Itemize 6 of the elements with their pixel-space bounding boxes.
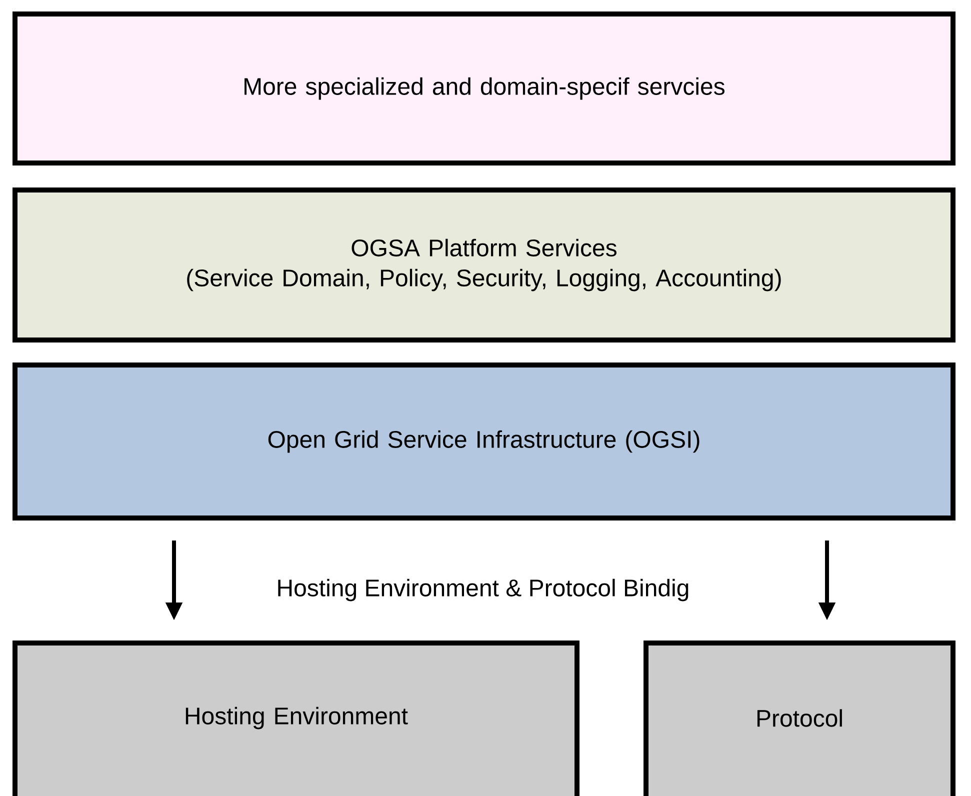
binding-label: Hosting Environment & Protocol Bindig	[278, 578, 688, 602]
component-box: Protocol	[644, 640, 956, 796]
layer-box: Open Grid Service Infrastructure (OGSI)	[12, 362, 956, 520]
layer-box: OGSA Platform Services (Service Domain, Policy, Security, Logging, Accounting)	[12, 188, 956, 342]
component-box: Hosting Environment	[12, 640, 580, 796]
layer-box: More specialized and domain-specif servcies	[12, 12, 956, 166]
